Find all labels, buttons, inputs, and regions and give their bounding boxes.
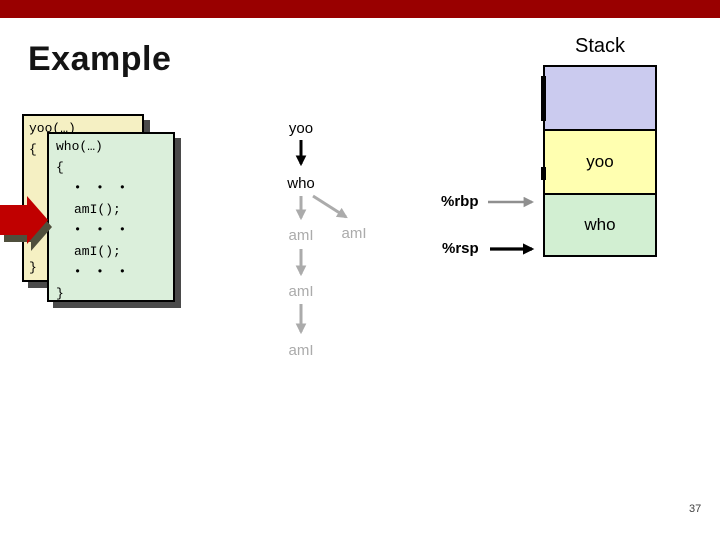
top-accent-bar bbox=[0, 0, 720, 18]
stack-diagram: yoo who bbox=[543, 65, 657, 257]
code-line: amI(); bbox=[74, 244, 121, 259]
stack-frame-empty bbox=[545, 67, 655, 129]
call-tree-node-yoo: yoo bbox=[288, 120, 314, 137]
code-line: { bbox=[56, 160, 64, 175]
register-label-rsp: %rsp bbox=[442, 240, 479, 257]
red-block-arrow-icon bbox=[0, 196, 52, 251]
code-line: • • • bbox=[74, 181, 131, 195]
call-tree-node-amI: amI bbox=[288, 342, 314, 359]
stack-border-mark bbox=[541, 76, 546, 121]
stack-frame-yoo: yoo bbox=[545, 129, 655, 193]
code-box-who: who(…) { • • • amI(); • • • amI(); • • •… bbox=[47, 132, 175, 302]
call-arrow-who-amI-right bbox=[312, 194, 348, 219]
register-label-rbp: %rbp bbox=[441, 193, 479, 210]
slide-title: Example bbox=[28, 40, 172, 78]
code-line: • • • bbox=[74, 223, 131, 237]
code-line: } bbox=[56, 286, 64, 301]
code-line: • • • bbox=[74, 265, 131, 279]
call-tree-node-who: who bbox=[287, 175, 315, 192]
code-line: who(…) bbox=[56, 139, 103, 154]
stack-heading: Stack bbox=[574, 35, 626, 57]
code-line: { bbox=[29, 142, 37, 157]
code-line: } bbox=[29, 260, 37, 275]
stack-border-mark bbox=[541, 167, 546, 180]
call-tree-node-amI: amI bbox=[288, 283, 314, 300]
code-line: amI(); bbox=[74, 202, 121, 217]
stack-frame-who: who bbox=[545, 193, 655, 255]
call-tree-node-amI: amI bbox=[288, 227, 314, 244]
call-tree-node-amI: amI bbox=[341, 225, 367, 242]
page-number: 37 bbox=[689, 503, 702, 515]
